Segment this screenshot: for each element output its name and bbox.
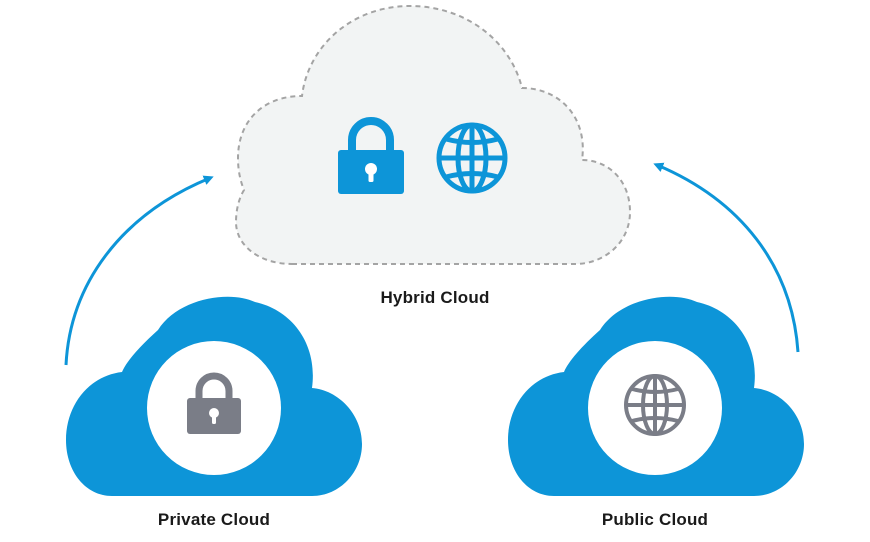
hybrid-cloud [234,4,632,265]
public-cloud [508,296,804,496]
private-to-hybrid-arrow [64,175,214,366]
hybrid-cloud-label: Hybrid Cloud [380,288,490,307]
globe-icon [624,374,686,436]
private-cloud-label: Private Cloud [157,510,271,529]
public-cloud-label: Public Cloud [601,510,709,529]
public-to-hybrid-arrow [653,162,800,353]
hybrid-cloud-shape [234,4,632,265]
private-cloud [66,296,362,496]
globe-icon [436,122,508,194]
padlock-icon [187,372,241,434]
padlock-icon [338,117,404,194]
